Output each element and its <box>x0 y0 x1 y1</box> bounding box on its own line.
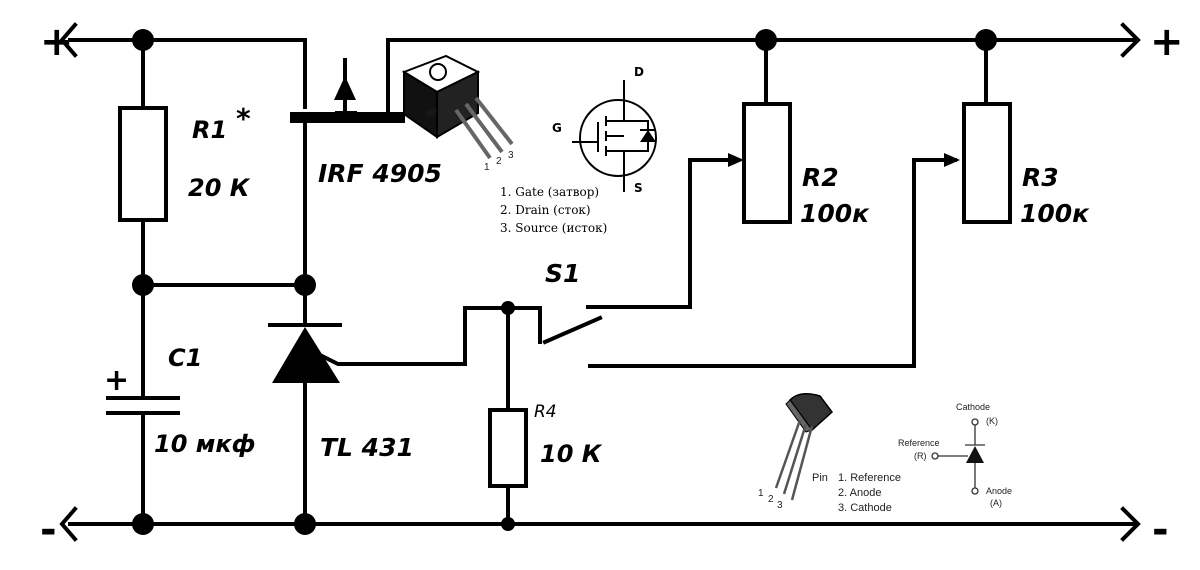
negative-rail <box>59 506 1141 542</box>
tl431-cathode-label: Cathode <box>956 402 990 412</box>
to220-pin-1: 1 <box>484 162 490 173</box>
tl431-pin-header: Pin <box>812 472 828 484</box>
mosfet-pin-gate: 1. Gate (затвор) <box>500 185 599 199</box>
minus-terminal-left: - <box>40 507 57 553</box>
r1-value: 20 К <box>188 174 251 202</box>
tl431-pin-cathode: 3. Cathode <box>838 502 892 514</box>
tl431-anode-letter: (A) <box>990 498 1002 508</box>
mosfet-drain-letter: D <box>634 65 644 79</box>
r3-value: 100к <box>1020 199 1090 228</box>
to92-pin-3: 3 <box>777 500 783 511</box>
r2-potentiometer <box>742 38 792 224</box>
r2-value: 100к <box>800 199 870 228</box>
mosfet-gate-letter: G <box>552 121 562 135</box>
r1-label: R1 <box>192 116 227 144</box>
tl431-regulator <box>268 283 502 526</box>
c1-label: C1 <box>168 344 202 372</box>
r3-potentiometer <box>962 38 1012 224</box>
s1-switch[interactable] <box>538 153 960 368</box>
minus-terminal-right: - <box>1152 507 1169 553</box>
mosfet-source-letter: S <box>634 181 643 195</box>
plus-terminal-left: + <box>40 19 74 65</box>
mosfet-symbol-icon <box>572 80 657 192</box>
c1-polarity: + <box>104 363 129 398</box>
plus-terminal-right: + <box>1150 19 1184 65</box>
tl431-reference-label: Reference <box>898 438 940 448</box>
to92-pin-2: 2 <box>768 494 774 505</box>
r3-label: R3 <box>1022 163 1059 192</box>
to220-pin-3: 3 <box>508 150 514 161</box>
to220-package-icon <box>401 54 514 160</box>
tl431-label: TL 431 <box>320 433 414 462</box>
mosfet-label: IRF 4905 <box>318 159 442 188</box>
c1-capacitor <box>106 283 180 526</box>
tl431-anode-label: Anode <box>986 486 1012 496</box>
s1-label: S1 <box>545 259 580 288</box>
to92-pin-1: 1 <box>758 488 764 499</box>
r4-value: 10 К <box>540 440 603 468</box>
mosfet-pin-source: 3. Source (исток) <box>500 221 607 235</box>
r1-star: * <box>236 102 251 135</box>
c1-value: 10 мкф <box>154 430 255 458</box>
r1-resistor <box>118 38 168 287</box>
irf4905-mosfet <box>290 38 405 287</box>
to220-pin-2: 2 <box>496 156 502 167</box>
r4-label: R4 <box>534 402 557 422</box>
to92-package-icon <box>774 393 834 501</box>
tl431-pin-reference: 1. Reference <box>838 472 901 484</box>
mosfet-pin-drain: 2. Drain (сток) <box>500 203 591 217</box>
tl431-reference-letter: (R) <box>914 451 927 461</box>
tl431-cathode-letter: (K) <box>986 416 998 426</box>
r2-label: R2 <box>802 163 839 192</box>
r4-resistor <box>488 306 542 526</box>
tl431-symbol-icon <box>931 418 985 495</box>
tl431-pin-anode: 2. Anode <box>838 487 881 499</box>
junction-dots <box>132 29 997 535</box>
